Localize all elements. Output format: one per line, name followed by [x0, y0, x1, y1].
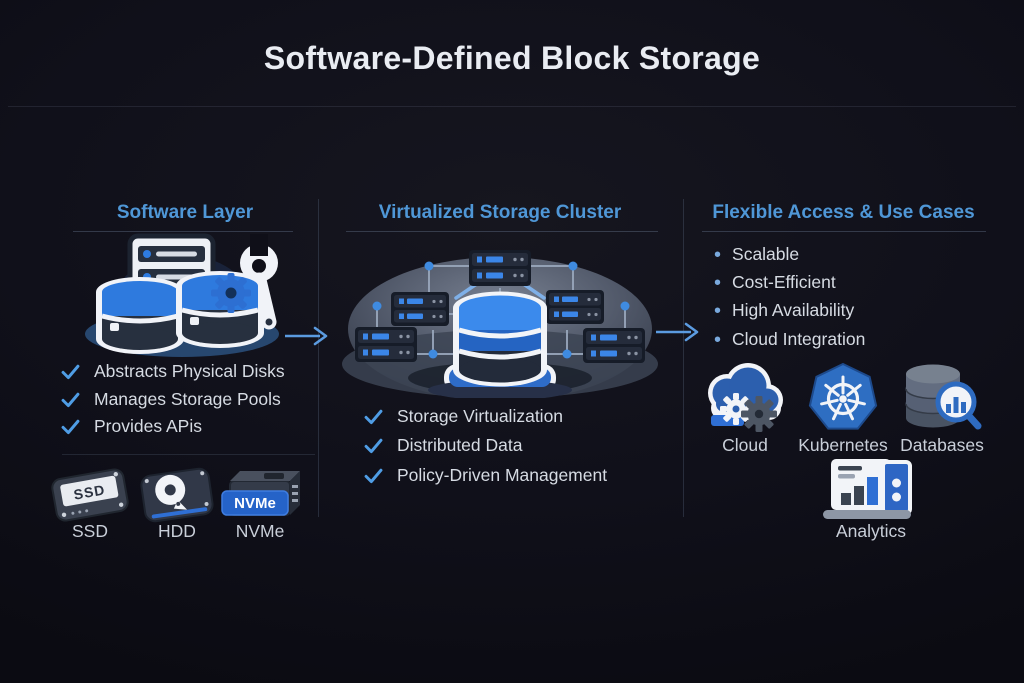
- drives-separator: [62, 454, 315, 455]
- check-icon: [364, 409, 383, 425]
- database-cylinder-icon: [96, 277, 184, 354]
- check-icon: [364, 438, 383, 454]
- use-case-label: Cloud: [722, 435, 768, 455]
- check-icon: [61, 392, 80, 408]
- page-title: Software-Defined Block Storage: [263, 40, 761, 76]
- bullet-item: • Cost-Efficient: [714, 272, 836, 293]
- flow-arrow-icon: [656, 322, 699, 342]
- kubernetes-icon: [808, 362, 878, 430]
- flexible-access-header-rule: [702, 231, 986, 232]
- gear-icon: [720, 393, 752, 425]
- drive-label: SSD: [72, 521, 108, 541]
- checklist-item: Manages Storage Pools: [60, 389, 281, 410]
- checklist-item: Distributed Data: [363, 435, 522, 456]
- cluster-header: Virtualized Storage Cluster: [378, 202, 622, 223]
- use-case-label: Kubernetes: [798, 435, 888, 455]
- bullet-dot: •: [714, 299, 722, 322]
- checklist-label: Policy-Driven Management: [397, 465, 608, 485]
- hdd-icon: [140, 467, 214, 523]
- nvme-icon: NVMe: [221, 471, 300, 516]
- column-divider-right: [683, 199, 684, 517]
- bullet-label: Cost-Efficient: [732, 272, 836, 292]
- cloud-icon: [708, 363, 783, 432]
- bullet-label: Cloud Integration: [732, 329, 866, 349]
- software-layer-header-rule: [73, 231, 293, 232]
- bullet-item: • Scalable: [714, 244, 799, 265]
- bullet-label: Scalable: [732, 244, 800, 264]
- gear-icon: [211, 273, 251, 313]
- ssd-icon-text: SSD: [72, 481, 106, 502]
- central-database-icon: [428, 291, 572, 398]
- drive-label: NVMe: [235, 521, 285, 541]
- cluster-server-icon: [391, 292, 449, 326]
- checklist-label: Manages Storage Pools: [94, 389, 281, 409]
- use-case-label: Analytics: [835, 521, 907, 541]
- check-icon: [61, 364, 80, 380]
- checklist-label: Storage Virtualization: [397, 406, 564, 426]
- bullet-dot: •: [714, 328, 722, 351]
- bullet-dot: •: [714, 271, 722, 294]
- checklist-label: Abstracts Physical Disks: [94, 361, 285, 381]
- cluster-server-icon: [546, 290, 604, 324]
- magnifier-icon: [935, 381, 982, 430]
- databases-icon: [905, 364, 982, 430]
- analytics-icon: [823, 459, 912, 519]
- cluster-server-icon: [355, 327, 417, 362]
- checklist-item: Provides APis: [60, 416, 202, 437]
- cluster-server-icon: [469, 250, 531, 286]
- checklist-label: Provides APis: [94, 416, 202, 436]
- checklist-item: Abstracts Physical Disks: [60, 361, 285, 382]
- cluster-server-icon: [583, 328, 645, 363]
- use-case-label: Databases: [900, 435, 984, 455]
- check-icon: [61, 419, 80, 435]
- drive-label: HDD: [158, 521, 196, 541]
- title-divider: [8, 106, 1016, 107]
- bullet-dot: •: [714, 243, 722, 266]
- checklist-item: Storage Virtualization: [363, 406, 563, 427]
- bullet-label: High Availability: [732, 300, 855, 320]
- software-layer-header: Software Layer: [116, 202, 254, 223]
- bullet-item: • High Availability: [714, 300, 854, 321]
- bullet-item: • Cloud Integration: [714, 329, 865, 350]
- column-divider-left: [318, 199, 319, 517]
- checklist-label: Distributed Data: [397, 435, 523, 455]
- cluster-nodes: [372, 261, 630, 359]
- check-icon: [364, 468, 383, 484]
- checklist-item: Policy-Driven Management: [363, 465, 607, 486]
- cluster-header-rule: [346, 231, 658, 232]
- software-layer-illustration: [85, 233, 279, 357]
- flow-arrow-icon: [285, 326, 328, 346]
- storage-cluster-illustration: [342, 250, 658, 398]
- flexible-access-header: Flexible Access & Use Cases: [712, 202, 975, 223]
- gear-icon: [741, 396, 777, 432]
- nvme-icon-text: NVMe: [234, 495, 276, 512]
- ssd-icon: SSD: [51, 468, 129, 522]
